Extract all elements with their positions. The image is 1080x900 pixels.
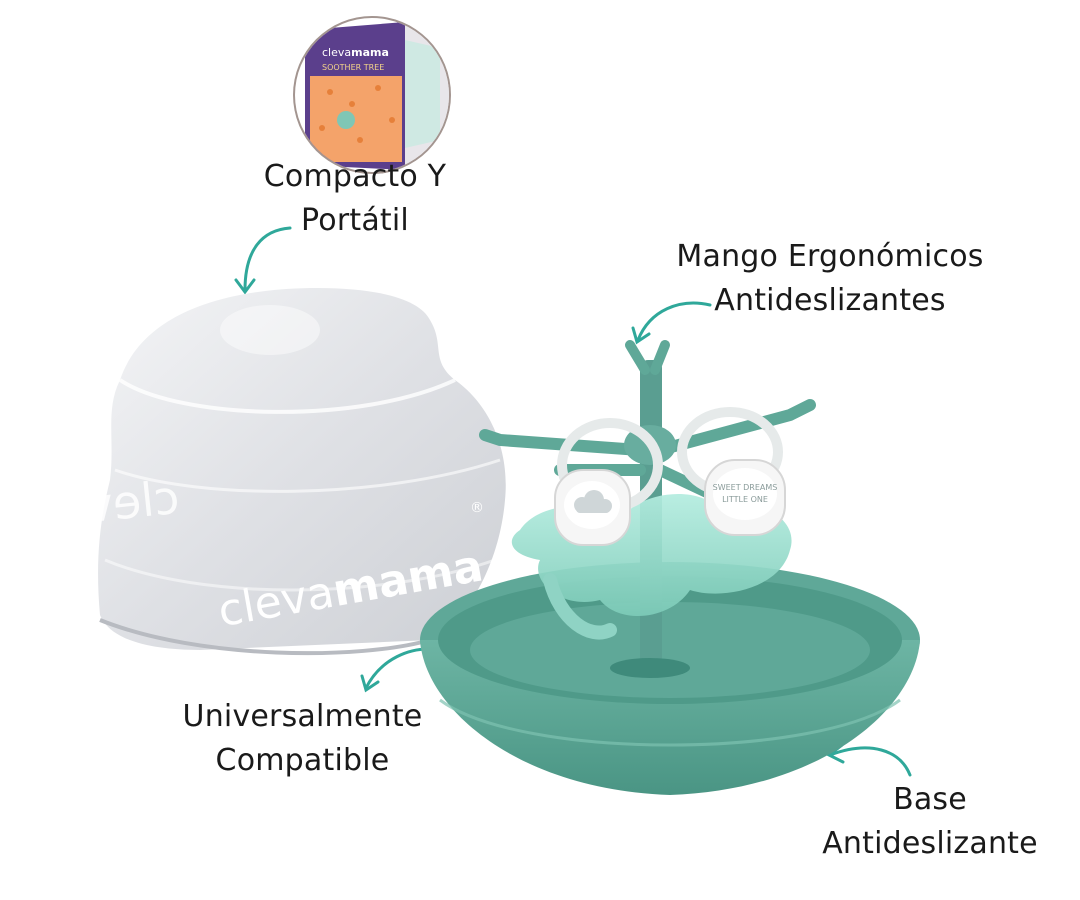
label-universal-compatible: Universalmente Compatible (170, 695, 435, 783)
pacifier-right: SWEET DREAMS LITTLE ONE (677, 407, 786, 536)
label-base-line1: Base (893, 782, 967, 817)
pacifier-right-line2: LITTLE ONE (722, 495, 768, 504)
arrow-mango (631, 301, 712, 345)
label-base-line2: Antideslizante (822, 826, 1038, 861)
label-compact-line1: Compacto Y (263, 159, 447, 194)
label-mango-line2: Antideslizantes (714, 283, 946, 318)
pacifier-right-line1: SWEET DREAMS (713, 483, 778, 492)
label-mango-line1: Mango Ergonómicos (676, 239, 984, 274)
label-universal-line1: Universalmente (182, 699, 423, 734)
label-compact-portable: Compacto Y Portátil (255, 155, 455, 243)
label-ergonomic-handle: Mango Ergonómicos Antideslizantes (665, 235, 995, 323)
pacifier-left (554, 418, 663, 546)
arrow-compact (234, 226, 292, 295)
label-nonslip-base: Base Antideslizante (815, 778, 1045, 866)
label-universal-line2: Compatible (215, 743, 390, 778)
label-compact-line2: Portátil (301, 203, 409, 238)
lid-registered-mark: ® (470, 500, 484, 516)
clear-lid: clevamama clevamama ® (0, 287, 506, 656)
package-product-name: SOOTHER TREE (322, 63, 384, 72)
package-brand: clevamama (322, 46, 389, 59)
cloud-icon (574, 490, 612, 513)
arrow-base (826, 743, 912, 777)
lid-brand-mirrored: clevamama (0, 470, 182, 553)
package-thumbnail: clevamama SOOTHER TREE (293, 16, 451, 174)
